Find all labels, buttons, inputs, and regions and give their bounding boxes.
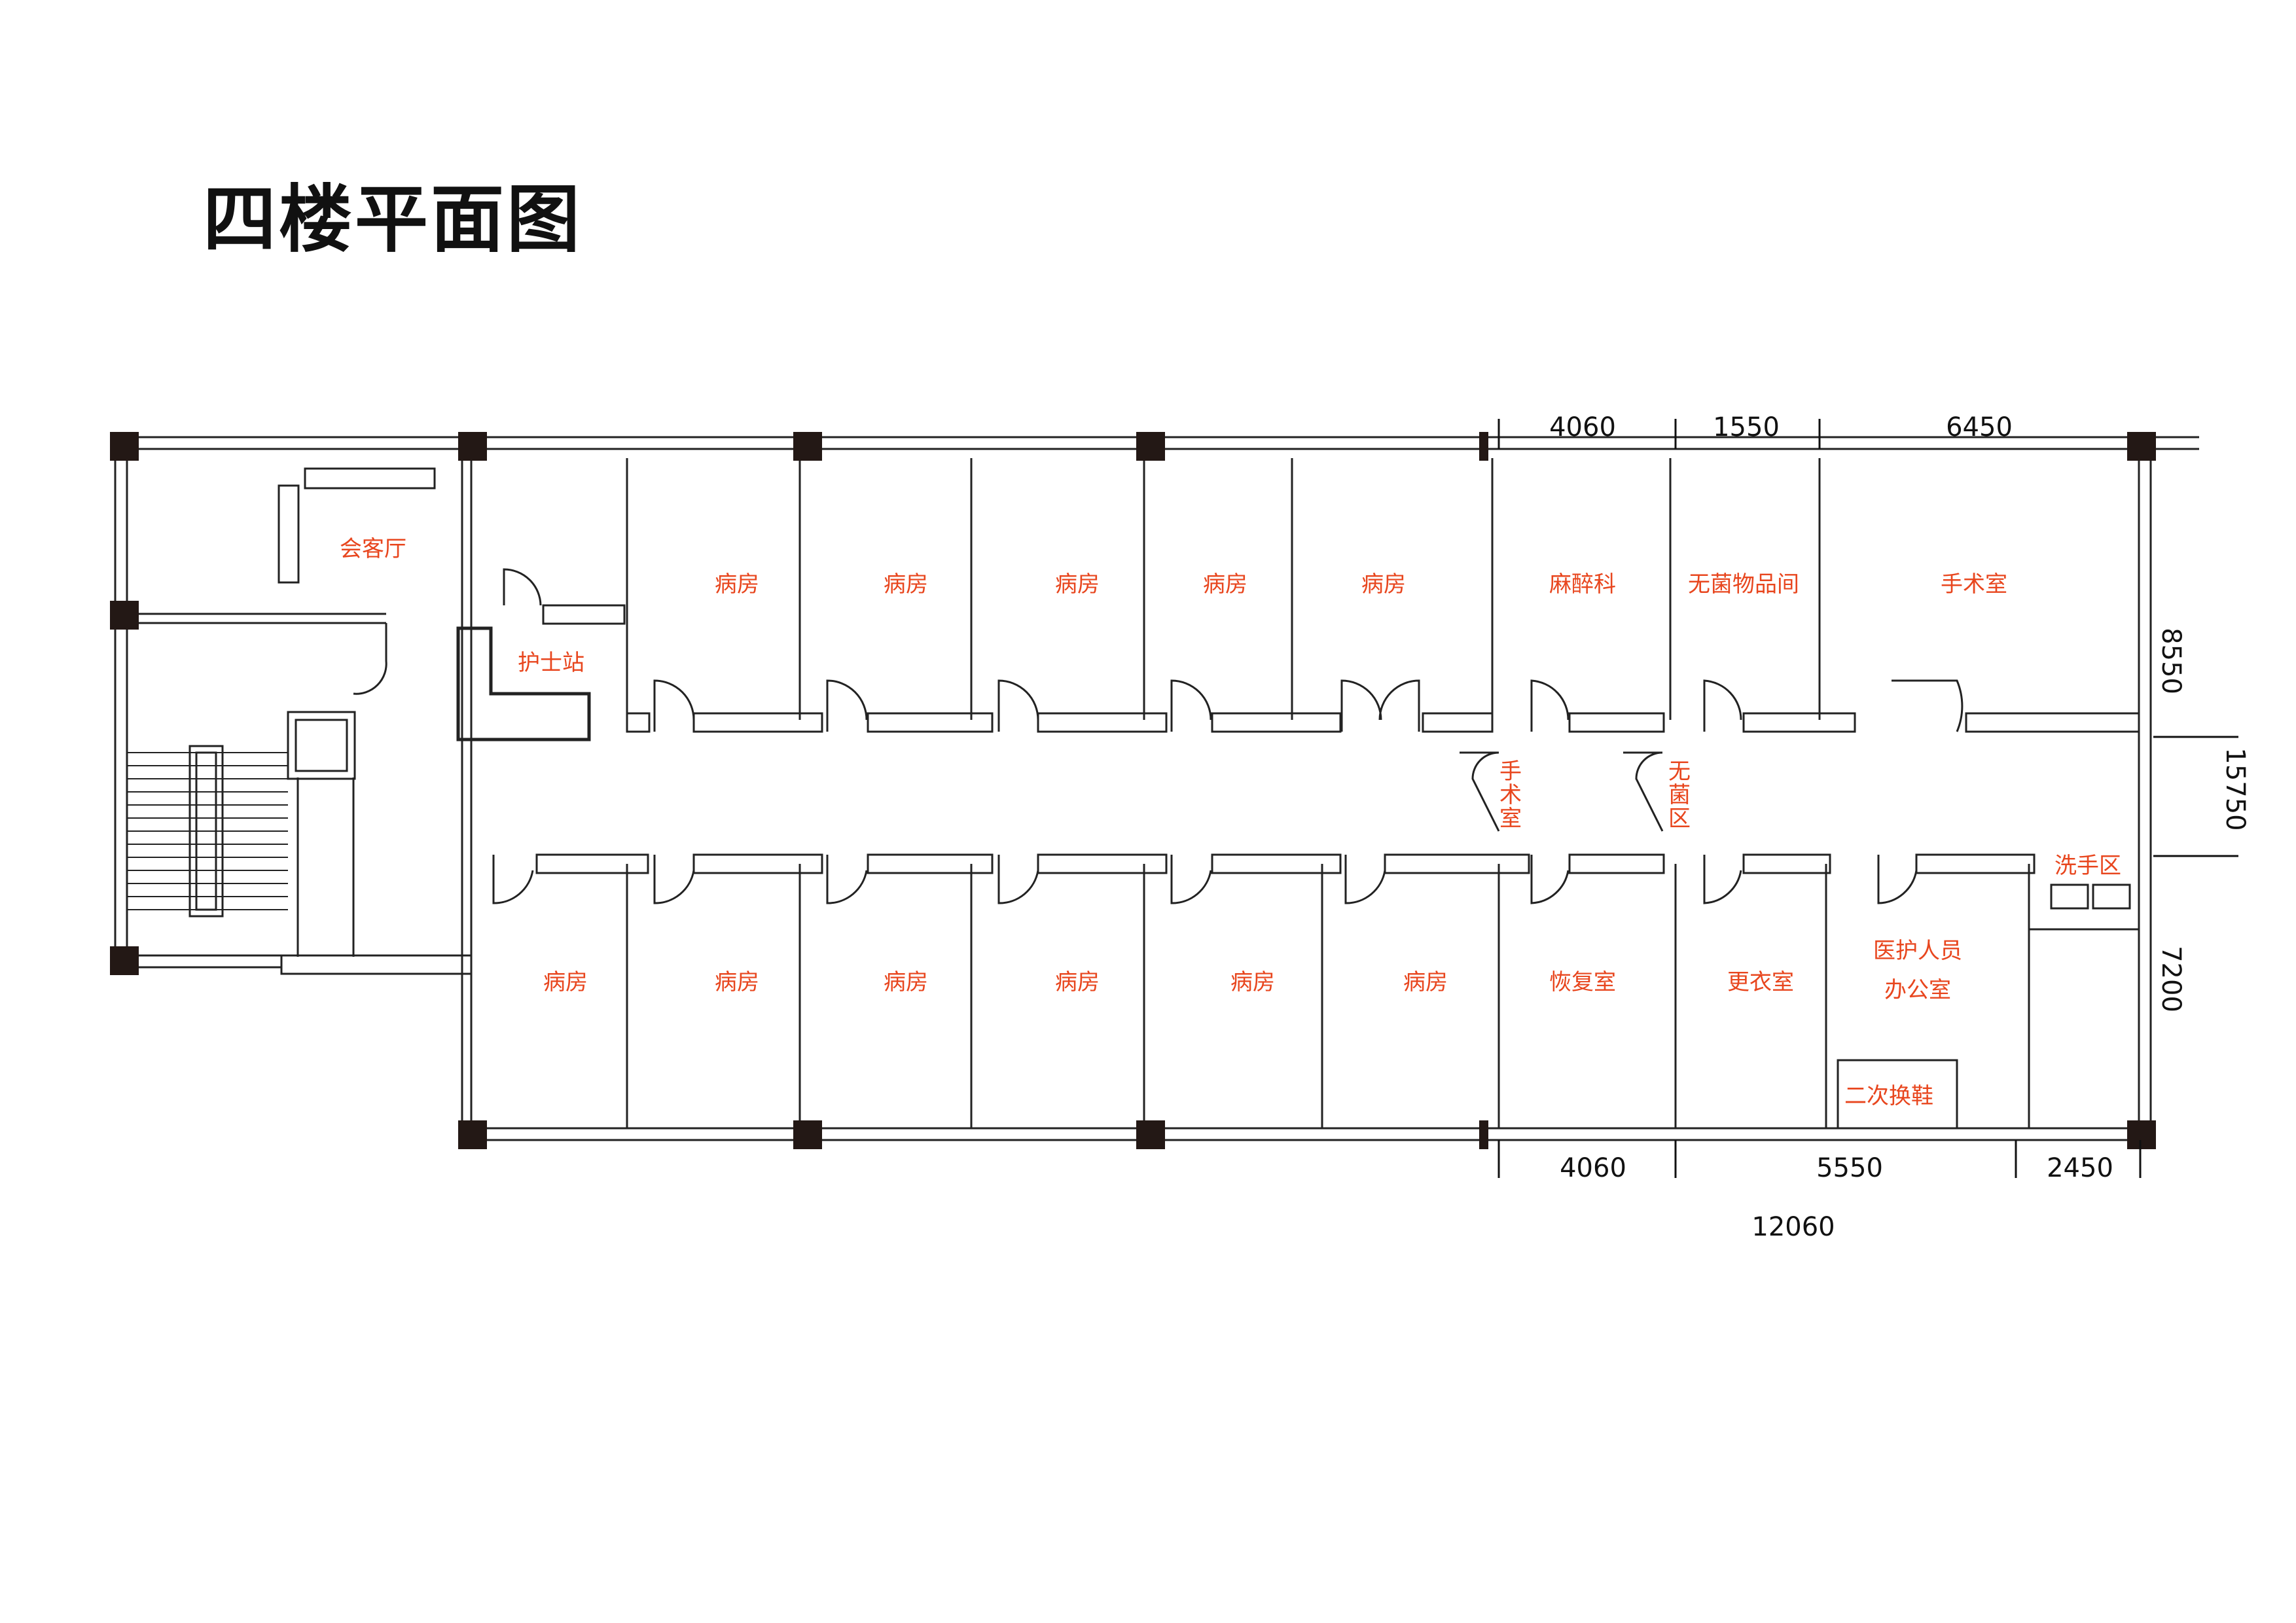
dim-top-1: 4060 xyxy=(1549,412,1616,442)
room-ward: 病房 xyxy=(884,571,928,597)
room-ward: 病房 xyxy=(1055,571,1100,597)
room-anesthesia: 麻醉科 xyxy=(1549,571,1616,597)
room-ward: 病房 xyxy=(1055,969,1100,995)
room-ward: 病房 xyxy=(1403,969,1448,995)
room-nurse-station: 护士站 xyxy=(518,650,584,676)
room-ward: 病房 xyxy=(1230,969,1275,995)
room-staff-office-line1: 医护人员 xyxy=(1873,938,1962,964)
label-sterile-zone-3: 区 xyxy=(1668,806,1691,832)
top-outer-wall xyxy=(123,436,2142,450)
room-ward: 病房 xyxy=(543,969,588,995)
room-ward: 病房 xyxy=(1361,571,1406,597)
room-ward: 病房 xyxy=(715,571,759,597)
label-op-corridor-3: 室 xyxy=(1499,806,1522,832)
dim-bottom-2: 5550 xyxy=(1816,1153,1883,1183)
room-operating: 手术室 xyxy=(1941,571,2007,597)
left-bottom-wall xyxy=(123,954,283,969)
label-sterile-zone-2: 菌 xyxy=(1668,782,1691,808)
room-staff-office-line2: 办公室 xyxy=(1884,977,1951,1003)
label-sterile-zone-1: 无 xyxy=(1668,758,1691,785)
dim-bottom-1: 4060 xyxy=(1560,1153,1626,1183)
room-changing: 更衣室 xyxy=(1727,969,1794,995)
room-ward: 病房 xyxy=(715,969,759,995)
right-outer-wall xyxy=(2138,448,2152,1131)
dim-right-1: 8550 xyxy=(2156,628,2186,694)
left-outer-wall xyxy=(114,448,128,958)
dim-right-total: 15750 xyxy=(2220,747,2250,830)
dim-top-3: 6450 xyxy=(1946,412,2013,442)
dim-top-2: 1550 xyxy=(1713,412,1780,442)
room-ward: 病房 xyxy=(884,969,928,995)
room-sterile-store: 无菌物品间 xyxy=(1688,571,1799,597)
dim-bottom-3: 2450 xyxy=(2047,1153,2113,1183)
dim-bottom-total: 12060 xyxy=(1751,1212,1835,1242)
room-recovery: 恢复室 xyxy=(1549,969,1616,995)
page-title: 四楼平面图 xyxy=(203,177,583,262)
bottom-outer-wall xyxy=(470,1127,2142,1141)
room-reception: 会客厅 xyxy=(340,536,406,562)
room-ward: 病房 xyxy=(1203,571,1247,597)
left-connector-wall xyxy=(280,954,473,975)
label-op-corridor-1: 手 xyxy=(1499,758,1522,785)
room-handwash: 洗手区 xyxy=(2054,853,2121,879)
label-op-corridor-2: 术 xyxy=(1499,782,1522,808)
dim-right-2: 7200 xyxy=(2156,946,2186,1012)
room-shoe-change: 二次换鞋 xyxy=(1844,1083,1933,1109)
